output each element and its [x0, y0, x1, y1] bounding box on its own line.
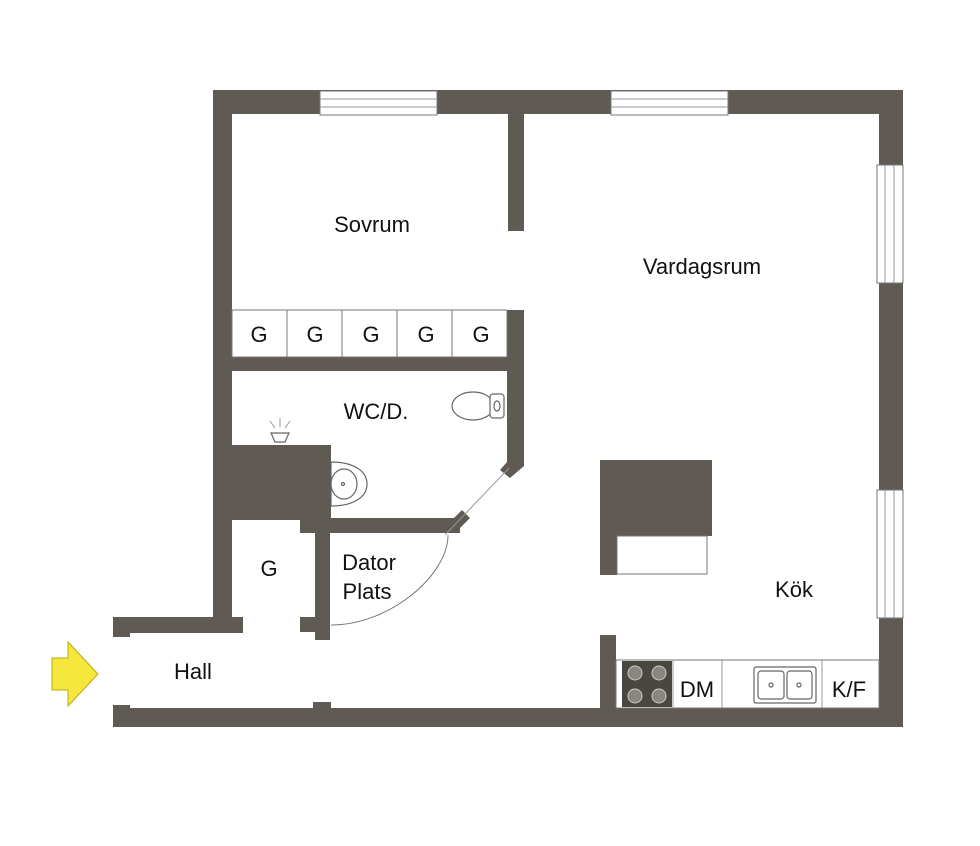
room-label-kok: Kök: [775, 577, 814, 602]
wardrobe-label: G: [472, 322, 489, 347]
wardrobe-label: G: [250, 322, 267, 347]
room-label-sovrum: Sovrum: [334, 212, 410, 237]
room-label-closet: G: [260, 556, 277, 581]
door-leaf: [444, 467, 510, 536]
interior-walls: [230, 113, 712, 715]
arrow-right-icon: [51, 640, 99, 708]
room-label-vardagsrum: Vardagsrum: [643, 254, 761, 279]
outer-walls: [113, 90, 903, 727]
kitchen-island-counter: [616, 535, 708, 575]
wardrobe-label: G: [362, 322, 379, 347]
fridge-freezer-label: K/F: [832, 677, 866, 702]
window-top-left: [319, 90, 438, 116]
window-right-lower: [876, 489, 904, 619]
light-icon: [269, 418, 291, 443]
wardrobe-label: G: [417, 322, 434, 347]
wardrobe-row: G G G G G: [231, 309, 508, 358]
window-top-right: [610, 90, 729, 116]
dishwasher-label: DM: [680, 677, 714, 702]
room-label-dator: Dator: [342, 550, 396, 575]
window-right-upper: [876, 164, 904, 284]
room-label-hall: Hall: [174, 659, 212, 684]
stove-icon: [622, 661, 672, 707]
door-swing: [330, 534, 449, 626]
room-label-wc: WC/D.: [344, 399, 409, 424]
washbasin-icon: [330, 461, 368, 507]
room-label-plats: Plats: [343, 579, 392, 604]
wardrobe-label: G: [306, 322, 323, 347]
toilet-icon: [451, 391, 505, 421]
sink-icon: [753, 666, 817, 704]
